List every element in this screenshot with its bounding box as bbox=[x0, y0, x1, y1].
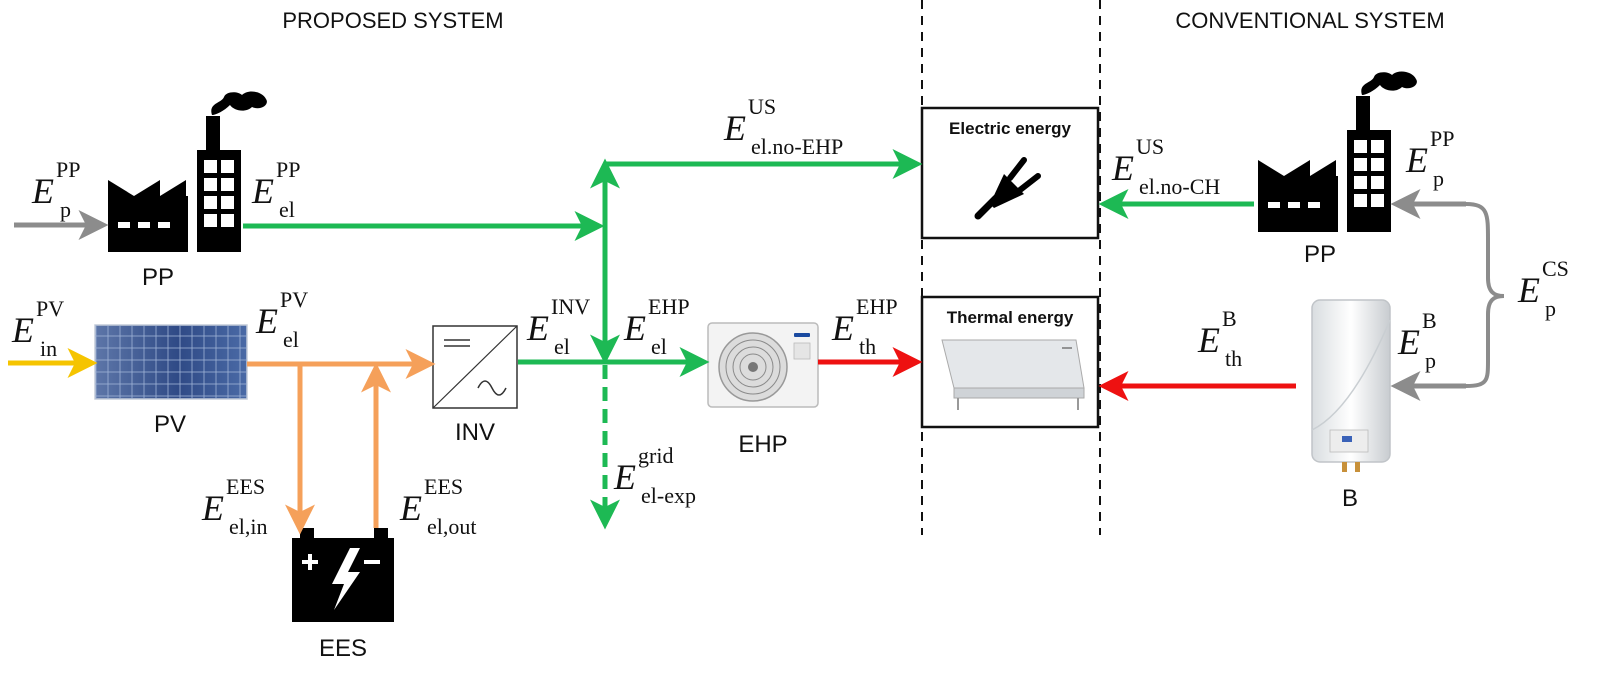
section-title-proposed: PROPOSED SYSTEM bbox=[282, 8, 503, 33]
label-ehp: EHP bbox=[738, 431, 787, 458]
inverter-icon bbox=[432, 325, 518, 409]
electric-energy-box bbox=[920, 106, 1100, 240]
factory-icon bbox=[1258, 71, 1417, 232]
boiler-icon bbox=[1311, 299, 1391, 472]
label-boiler: B bbox=[1342, 485, 1358, 512]
label-pp-left: PP bbox=[142, 264, 174, 291]
label-ees: EES bbox=[319, 635, 367, 662]
battery-icon bbox=[292, 528, 394, 622]
label-pv: PV bbox=[154, 411, 186, 438]
label-inv: INV bbox=[455, 419, 495, 446]
solar-panel-icon bbox=[94, 324, 248, 400]
brace-cs-primary bbox=[1465, 202, 1505, 388]
label-pp-right: PP bbox=[1304, 241, 1336, 268]
electric-energy-title: Electric energy bbox=[949, 119, 1071, 138]
plug-icon bbox=[974, 157, 1041, 220]
thermal-energy-title: Thermal energy bbox=[947, 308, 1074, 327]
fan-coil-icon bbox=[941, 339, 1085, 410]
section-title-conventional: CONVENTIONAL SYSTEM bbox=[1175, 8, 1444, 33]
heat-pump-icon bbox=[707, 322, 819, 408]
factory-icon bbox=[108, 91, 267, 252]
